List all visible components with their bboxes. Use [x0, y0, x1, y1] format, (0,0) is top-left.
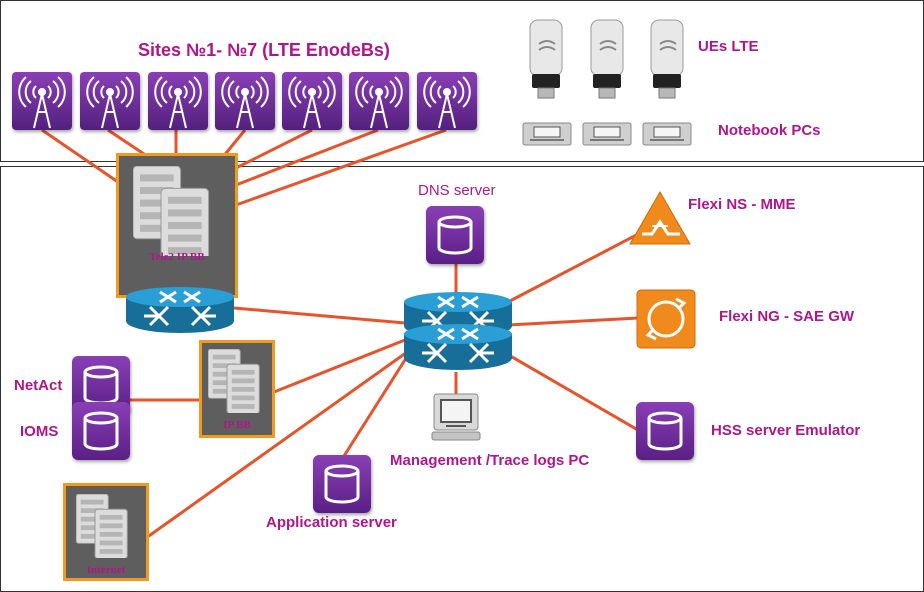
- mgmt-label: Management /Trace logs PC: [390, 452, 590, 469]
- link-site6: [235, 128, 379, 187]
- database-icon: [426, 206, 484, 264]
- mme-icon: [628, 190, 692, 246]
- ues-label: UEs LTE: [698, 38, 759, 55]
- cell-tower-icon: [417, 72, 477, 130]
- laptop-icon: [642, 122, 692, 146]
- cell-tower-icon: [215, 72, 275, 130]
- hss-label: HSS server Emulator: [711, 422, 861, 439]
- link-site5: [235, 128, 313, 170]
- sites-title: Sites №1- №7 (LTE EnodeBs): [138, 40, 390, 60]
- server-stack-icon: [207, 348, 272, 418]
- usb-modem-icon: [648, 18, 686, 100]
- cell-tower-icon: [12, 72, 72, 130]
- tele2-label: Tele2 IP BB: [149, 251, 205, 263]
- link-mme: [507, 228, 647, 304]
- server-stack-icon: [75, 493, 140, 563]
- ipbb-label: IP BB: [223, 419, 251, 431]
- notebook-label: Notebook PCs: [718, 122, 821, 139]
- app-label: Application server: [266, 514, 397, 531]
- netact-label: NetAct: [14, 377, 63, 394]
- laptop-icon: [522, 122, 572, 146]
- laptop-icon: [430, 392, 482, 444]
- link-app: [342, 351, 412, 457]
- laptop-icon: [582, 122, 632, 146]
- mme-label: Flexi NS - MME: [688, 196, 796, 213]
- usb-modem-icon: [527, 18, 565, 100]
- database-icon: [636, 402, 694, 460]
- usb-modem-icon: [588, 18, 626, 100]
- tele2-ipbb-block: Tele2 IP BB: [116, 153, 238, 298]
- database-icon: [313, 455, 371, 513]
- link-internet: [145, 348, 411, 540]
- database-icon: [72, 402, 130, 460]
- internet-label: Internet: [86, 564, 126, 576]
- cell-tower-icon: [148, 72, 208, 130]
- saegw-icon: [636, 289, 696, 349]
- saegw-label: Flexi NG - SAE GW: [719, 308, 855, 325]
- cell-tower-icon: [349, 72, 409, 130]
- router-icon: [124, 285, 236, 340]
- internet-block: Internet: [63, 483, 149, 581]
- dns-label: DNS server: [418, 182, 496, 199]
- link-site7: [235, 128, 447, 207]
- link-hss: [499, 348, 639, 432]
- ipbb-block: IP BB: [199, 340, 275, 438]
- link-site1: [41, 128, 119, 184]
- cell-tower-icon: [80, 72, 140, 130]
- ioms-label: IOMS: [20, 423, 59, 440]
- link-saegw: [507, 316, 639, 327]
- cell-tower-icon: [282, 72, 342, 130]
- server-stack-icon: [132, 165, 223, 262]
- link-ipbb: [273, 338, 406, 394]
- link-router-core: [233, 306, 406, 325]
- router-icon: [402, 322, 514, 377]
